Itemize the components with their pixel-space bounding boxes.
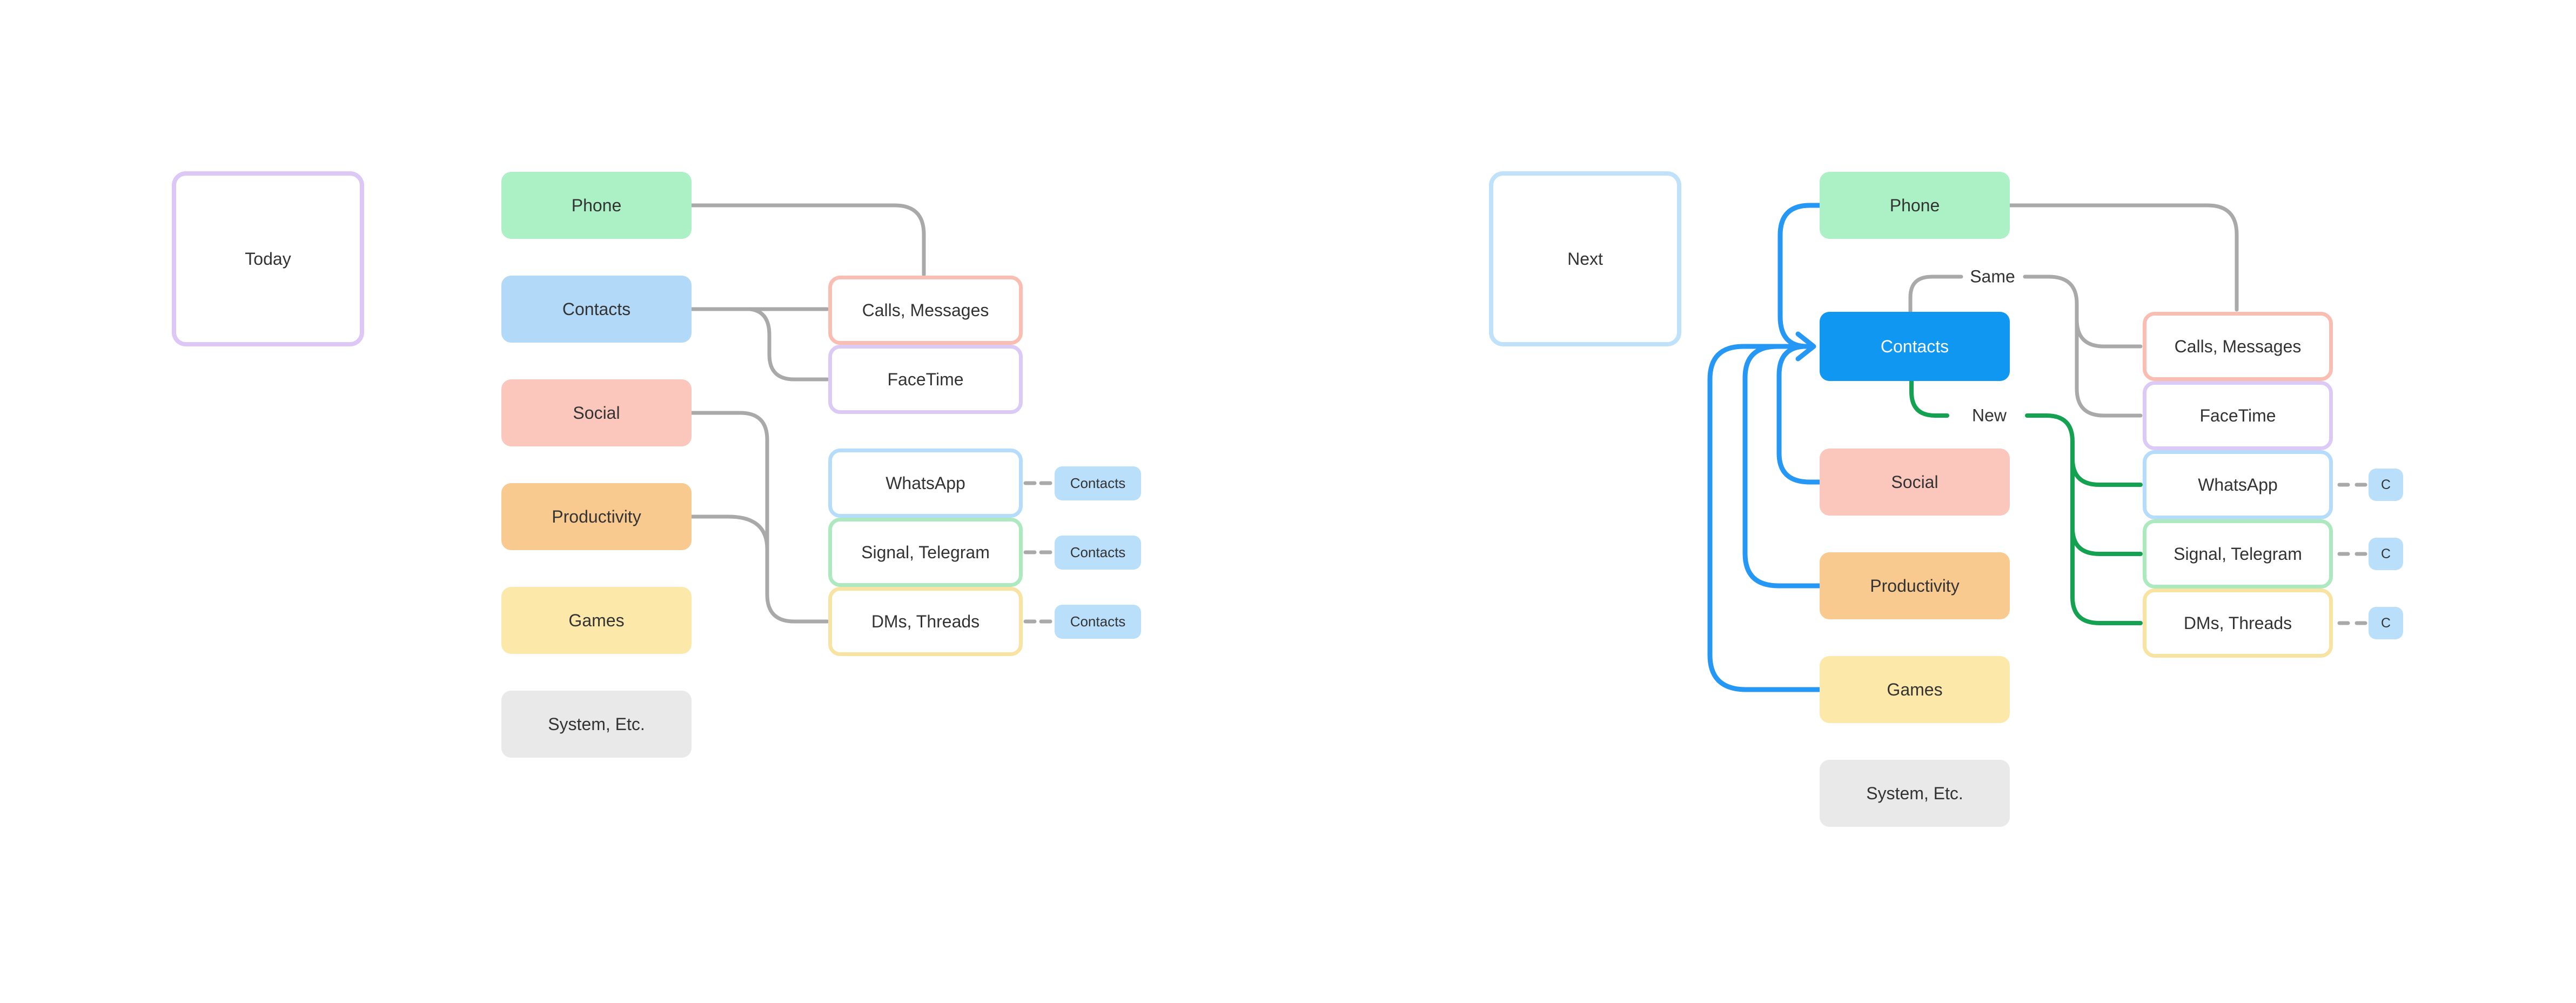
edge-right-contacts-new-start: [1909, 379, 1949, 418]
app-label: WhatsApp: [886, 473, 965, 493]
next-state-box[interactable]: Next: [1489, 171, 1681, 346]
app-label: FaceTime: [2199, 405, 2276, 425]
edge-right-phone-to-calls: [2008, 203, 2239, 312]
edge-right-new-branch-whatsapp: [2070, 457, 2143, 487]
right-folder-system[interactable]: System, Etc.: [1820, 760, 2010, 827]
right-app-dms-threads[interactable]: DMs, Threads: [2143, 589, 2333, 658]
app-label: DMs, Threads: [871, 611, 980, 631]
folder-label: Contacts: [1880, 336, 1949, 356]
left-folder-social[interactable]: Social: [501, 379, 692, 446]
badge-label: Contacts: [1070, 475, 1126, 491]
c-badge-whatsapp[interactable]: C: [2369, 469, 2403, 501]
edge-left-social-to-dms: [689, 411, 829, 624]
today-state-label: Today: [245, 249, 291, 269]
right-app-calls-messages[interactable]: Calls, Messages: [2143, 312, 2333, 381]
left-app-whatsapp[interactable]: WhatsApp: [828, 449, 1023, 518]
folder-label: System, Etc.: [1866, 783, 1963, 803]
folder-label: System, Etc.: [548, 714, 645, 734]
app-label: Signal, Telegram: [861, 542, 990, 562]
next-state-label: Next: [1567, 249, 1603, 269]
right-app-signal-telegram[interactable]: Signal, Telegram: [2143, 519, 2333, 589]
left-app-facetime[interactable]: FaceTime: [828, 345, 1023, 414]
folder-label: Games: [1887, 679, 1943, 699]
left-app-signal-telegram[interactable]: Signal, Telegram: [828, 518, 1023, 587]
app-label: Calls, Messages: [862, 300, 989, 320]
left-folder-games[interactable]: Games: [501, 587, 692, 654]
folder-label: Phone: [1889, 195, 1940, 215]
left-folder-phone[interactable]: Phone: [501, 172, 692, 239]
c-badge-dms[interactable]: C: [2369, 607, 2403, 639]
edge-right-same-rail: [2023, 275, 2143, 418]
app-label: Calls, Messages: [2174, 336, 2302, 356]
edge-blue-games-to-contacts: [1707, 344, 1822, 692]
badge-label: C: [2380, 615, 2391, 631]
left-folder-system[interactable]: System, Etc.: [501, 691, 692, 758]
folder-label: Games: [568, 610, 625, 630]
edge-label-same: Same: [1970, 266, 2015, 286]
contacts-badge-dms[interactable]: Contacts: [1055, 605, 1141, 639]
right-folder-social[interactable]: Social: [1820, 449, 2010, 516]
badge-label: C: [2380, 477, 2391, 492]
left-app-dms-threads[interactable]: DMs, Threads: [828, 587, 1023, 656]
contacts-badge-whatsapp[interactable]: Contacts: [1055, 466, 1141, 500]
edge-left-productivity-join: [689, 514, 769, 551]
app-label: DMs, Threads: [2183, 613, 2292, 633]
badge-label: Contacts: [1070, 544, 1126, 560]
edge-right-new-rail: [2025, 413, 2143, 625]
left-app-calls-messages[interactable]: Calls, Messages: [828, 276, 1023, 345]
folder-label: Productivity: [552, 506, 641, 526]
edge-left-phone-to-calls: [689, 203, 926, 277]
right-folder-contacts-highlighted[interactable]: Contacts: [1820, 312, 2010, 381]
c-badge-signal[interactable]: C: [2369, 538, 2403, 570]
right-folder-productivity[interactable]: Productivity: [1820, 552, 2010, 619]
folder-label: Social: [573, 403, 620, 423]
edge-right-new-branch-signal: [2070, 526, 2143, 556]
badge-label: Contacts: [1070, 613, 1126, 630]
right-folder-phone[interactable]: Phone: [1820, 172, 2010, 239]
contacts-badge-signal[interactable]: Contacts: [1055, 536, 1141, 570]
folder-label: Phone: [571, 195, 622, 215]
right-app-facetime[interactable]: FaceTime: [2143, 381, 2333, 450]
edge-blue-phone-to-contacts: [1777, 203, 1822, 349]
folder-label: Social: [1891, 472, 1938, 492]
right-folder-games[interactable]: Games: [1820, 656, 2010, 723]
right-app-whatsapp[interactable]: WhatsApp: [2143, 450, 2333, 519]
left-folder-productivity[interactable]: Productivity: [501, 483, 692, 550]
app-label: FaceTime: [887, 369, 964, 389]
folder-label: Contacts: [562, 299, 631, 319]
edge-right-contacts-same-start: [1908, 275, 1963, 314]
folder-label: Productivity: [1870, 576, 1960, 596]
today-state-box[interactable]: Today: [172, 171, 364, 346]
left-folder-contacts[interactable]: Contacts: [501, 276, 692, 343]
app-label: WhatsApp: [2198, 474, 2278, 494]
edge-label-new: New: [1971, 405, 2007, 425]
edge-blue-social-to-contacts: [1776, 344, 1822, 485]
edge-left-contacts-to-facetime: [748, 307, 829, 382]
edge-right-same-branch-calls: [2075, 317, 2143, 349]
badge-label: C: [2380, 546, 2391, 561]
app-label: Signal, Telegram: [2174, 544, 2302, 564]
arrowhead-into-contacts: [1795, 331, 1816, 362]
